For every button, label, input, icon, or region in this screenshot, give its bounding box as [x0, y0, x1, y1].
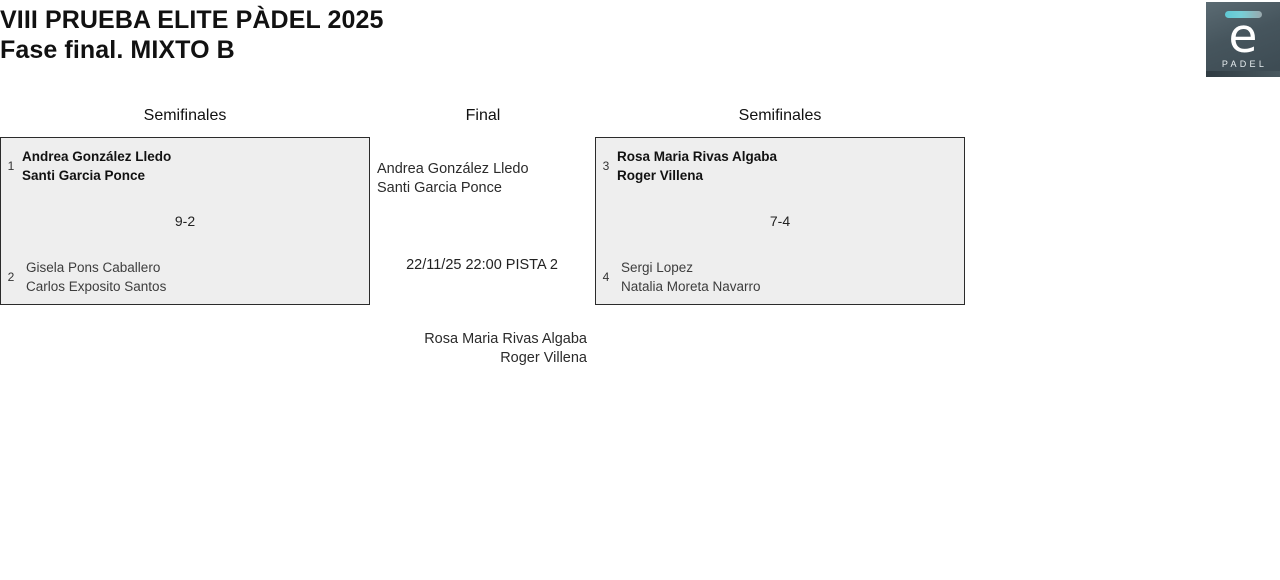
logo-footer-strip — [1206, 71, 1280, 77]
seed-number: 4 — [602, 270, 610, 284]
team-names: Gisela Pons Caballero Carlos Exposito Sa… — [22, 258, 166, 296]
player-name-1: Gisela Pons Caballero — [26, 260, 161, 275]
team-row-seed-3[interactable]: 3 Rosa Maria Rivas Algaba Roger Villena — [595, 146, 965, 186]
page-title: VIII PRUEBA ELITE PÀDEL 2025 Fase final.… — [0, 5, 900, 65]
player-name-1: Rosa Maria Rivas Algaba — [617, 149, 778, 164]
match-score-left-semifinal: 9-2 — [174, 213, 196, 229]
logo-accent-bar-icon — [1225, 11, 1262, 18]
player-name-2: Natalia Moreta Navarro — [621, 279, 761, 294]
team-row-seed-2[interactable]: 2 Gisela Pons Caballero Carlos Exposito … — [0, 257, 370, 297]
player-name-2: Santi Garcia Ponce — [377, 180, 502, 196]
player-name-2: Santi Garcia Ponce — [22, 168, 146, 183]
logo-letter-e-icon: e — [1228, 9, 1258, 64]
player-name-1: Sergi Lopez — [621, 260, 694, 275]
seed-number: 1 — [7, 159, 15, 173]
final-team-bottom[interactable]: Rosa Maria Rivas Algaba Roger Villena — [367, 330, 587, 368]
seed-number: 2 — [7, 270, 15, 284]
tournament-name: VIII PRUEBA ELITE PÀDEL 2025 — [0, 6, 384, 34]
team-names: Rosa Maria Rivas Algaba Roger Villena — [617, 147, 777, 185]
player-name-2: Roger Villena — [617, 168, 704, 183]
seed-number: 3 — [602, 159, 610, 173]
logo-wordmark: PADEL — [1221, 59, 1268, 69]
player-name-1: Rosa Maria Rivas Algaba — [424, 331, 587, 347]
match-box-right-semifinal[interactable] — [595, 137, 965, 305]
team-row-seed-4[interactable]: 4 Sergi Lopez Natalia Moreta Navarro — [595, 257, 965, 297]
final-match-info: 22/11/25 22:00 PISTA 2 — [406, 257, 558, 273]
team-row-seed-1[interactable]: 1 Andrea González Lledo Santi Garcia Pon… — [0, 146, 370, 186]
final-team-top[interactable]: Andrea González Lledo Santi Garcia Ponce — [377, 160, 597, 198]
team-names: Andrea González Lledo Santi Garcia Ponce — [22, 147, 171, 185]
player-name-2: Carlos Exposito Santos — [26, 279, 167, 294]
match-box-left-semifinal[interactable] — [0, 137, 370, 305]
tournament-phase: Fase final. MIXTO B — [0, 36, 235, 64]
round-header-right-semifinals: Semifinales — [738, 107, 822, 124]
epadel-logo: e PADEL — [1206, 2, 1280, 77]
round-header-left-semifinals: Semifinales — [143, 107, 227, 124]
team-names: Sergi Lopez Natalia Moreta Navarro — [617, 258, 761, 296]
round-header-final: Final — [465, 107, 501, 124]
player-name-1: Andrea González Lledo — [22, 149, 172, 164]
match-score-right-semifinal: 7-4 — [769, 213, 791, 229]
player-name-1: Andrea González Lledo — [377, 161, 529, 177]
player-name-2: Roger Villena — [500, 350, 587, 366]
